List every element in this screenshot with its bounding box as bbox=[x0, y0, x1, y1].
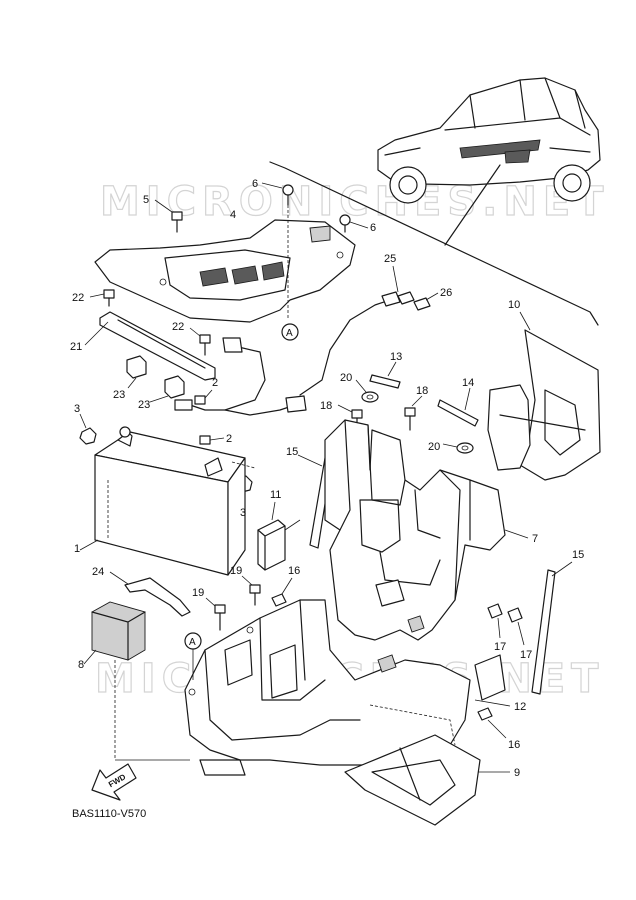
callout-3-left: 3 bbox=[74, 403, 80, 415]
callout-25: 25 bbox=[384, 253, 396, 265]
callout-8: 8 bbox=[78, 659, 84, 671]
part-14-strip bbox=[437, 387, 479, 427]
callout-11: 11 bbox=[270, 489, 281, 501]
callout-1: 1 bbox=[74, 543, 80, 555]
diagram-code: BAS1110-V570 bbox=[72, 808, 146, 820]
part-19-bolt-center bbox=[241, 575, 261, 606]
callout-18-left: 18 bbox=[320, 400, 332, 412]
callout-19-left: 19 bbox=[192, 587, 204, 599]
part-2-bolt-upper bbox=[194, 389, 213, 405]
vehicle-illustration bbox=[377, 77, 601, 246]
callout-6-top: 6 bbox=[252, 178, 258, 190]
battery-tray bbox=[184, 599, 471, 776]
callout-12: 12 bbox=[514, 701, 526, 713]
part-8-foam-pad bbox=[83, 601, 146, 760]
callout-2-lower: 2 bbox=[226, 433, 232, 445]
part-20-grommet-left bbox=[355, 379, 379, 403]
callout-6-right: 6 bbox=[370, 222, 376, 234]
callout-19-center: 19 bbox=[230, 565, 242, 577]
part-2-bolt-lower bbox=[199, 435, 225, 445]
part-7-battery-box bbox=[324, 419, 529, 641]
part-6-screw-top bbox=[261, 182, 294, 320]
callout-15-right: 15 bbox=[572, 549, 584, 561]
part-1-battery bbox=[79, 426, 256, 576]
part-9-skid-plate bbox=[344, 734, 510, 826]
battery-wire-harness bbox=[174, 291, 401, 416]
part-11-pad bbox=[257, 501, 301, 571]
ref-marker-a-upper: A bbox=[281, 323, 299, 341]
callout-17-left: 17 bbox=[494, 641, 506, 653]
callout-20-right: 20 bbox=[428, 441, 440, 453]
callout-22-left: 22 bbox=[72, 292, 84, 304]
callout-16-upper: 16 bbox=[288, 565, 300, 577]
part-19-bolt-left bbox=[205, 597, 226, 631]
callout-24: 24 bbox=[92, 566, 104, 578]
section-divider bbox=[269, 161, 599, 326]
svg-text:A: A bbox=[189, 637, 196, 648]
callout-16-lower: 16 bbox=[508, 739, 520, 751]
part-25-fuse bbox=[392, 265, 415, 305]
callout-17-right: 17 bbox=[520, 649, 532, 661]
svg-text:A: A bbox=[286, 328, 293, 339]
callout-9: 9 bbox=[514, 767, 520, 779]
watermark-top: MICRONICHES.NET bbox=[100, 179, 609, 225]
callout-18-right: 18 bbox=[416, 385, 428, 397]
part-26-fuse-cap bbox=[413, 292, 439, 311]
part-5-bolt bbox=[154, 199, 183, 233]
part-16-clip-upper bbox=[271, 577, 293, 607]
callout-5: 5 bbox=[143, 194, 149, 206]
part-6-screw-right bbox=[339, 214, 369, 233]
callout-15-left: 15 bbox=[286, 446, 298, 458]
callout-13: 13 bbox=[390, 351, 402, 363]
part-13-strip bbox=[369, 361, 401, 389]
part-10-cover-panel bbox=[487, 311, 601, 481]
callout-23-left: 23 bbox=[113, 389, 125, 401]
part-21-battery-bracket bbox=[84, 311, 216, 381]
part-15-strip-right bbox=[531, 561, 573, 695]
part-20-grommet-right bbox=[442, 442, 474, 454]
part-24-strap bbox=[109, 571, 191, 617]
callout-26: 26 bbox=[440, 287, 452, 299]
part-16-clip-lower bbox=[477, 707, 507, 739]
callout-14: 14 bbox=[462, 377, 474, 389]
fwd-arrow: FWD bbox=[91, 763, 137, 801]
callout-23-right: 23 bbox=[138, 399, 150, 411]
part-3-nut-left bbox=[79, 413, 97, 445]
callout-4: 4 bbox=[230, 209, 236, 221]
part-18-bolt-right bbox=[404, 395, 423, 431]
part-22-bolt-right bbox=[189, 327, 211, 356]
callout-7: 7 bbox=[532, 533, 538, 545]
callout-20-left: 20 bbox=[340, 372, 352, 384]
part-23-clips bbox=[126, 355, 185, 403]
part-17-clip-right bbox=[507, 607, 525, 646]
callout-3-right: 3 bbox=[240, 507, 246, 519]
callout-22-right: 22 bbox=[172, 321, 184, 333]
ref-marker-a-lower: A bbox=[184, 632, 202, 680]
callout-21: 21 bbox=[70, 341, 82, 353]
part-12-bracket bbox=[474, 654, 511, 707]
part-4-battery-cover bbox=[94, 219, 356, 323]
callout-2-upper: 2 bbox=[212, 377, 218, 389]
part-17-clip-left bbox=[487, 603, 503, 639]
part-22-bolt-left bbox=[89, 289, 115, 307]
callout-10: 10 bbox=[508, 299, 520, 311]
